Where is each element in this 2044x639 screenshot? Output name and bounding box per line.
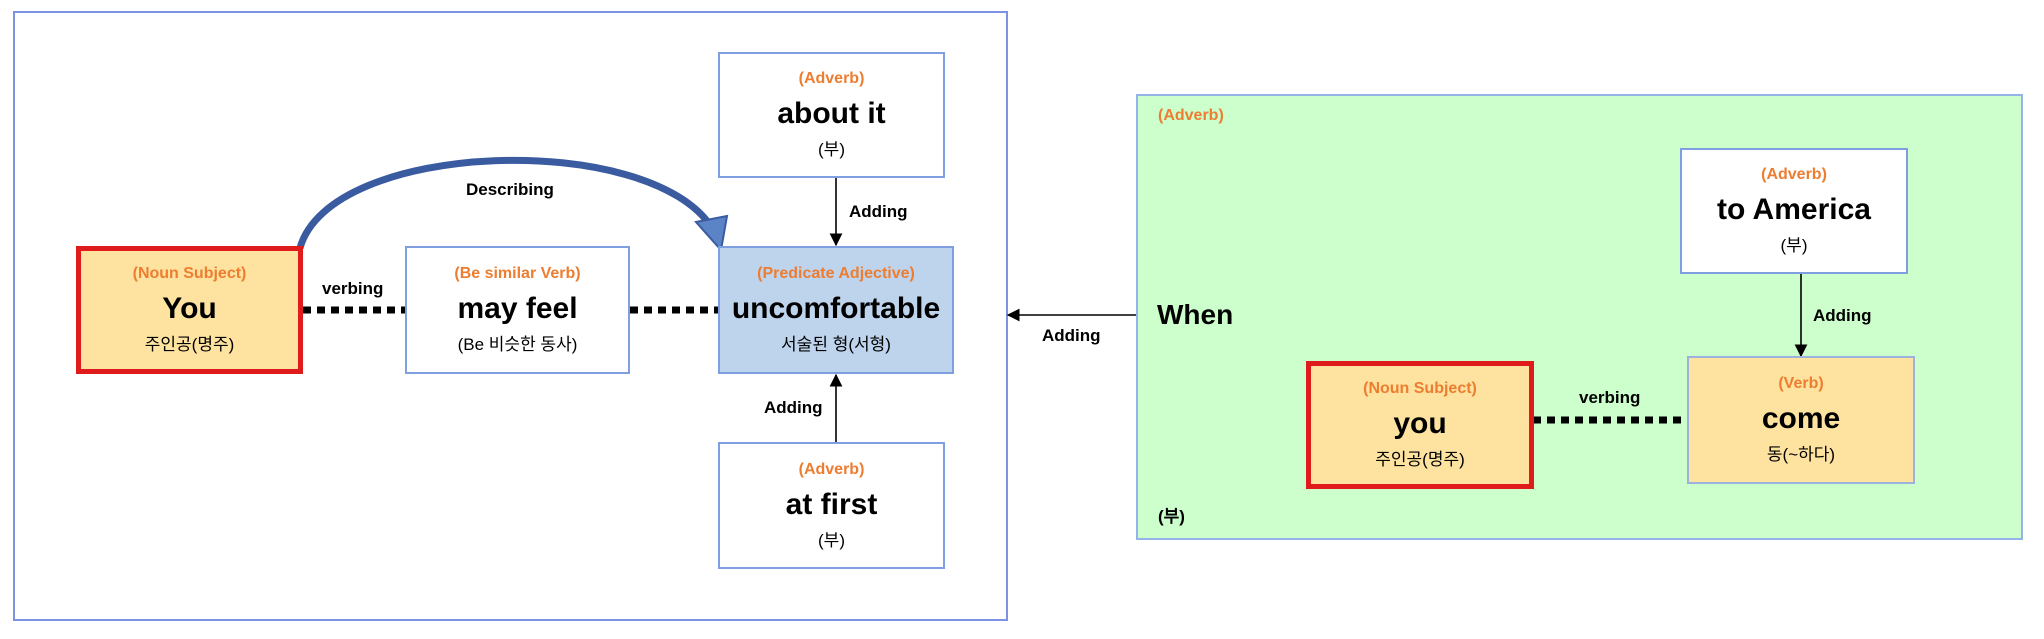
adverb-bottom-korean: (부) (818, 530, 845, 550)
predicate-word: uncomfortable (731, 292, 941, 325)
predicate-role: (Predicate Adjective) (757, 265, 915, 282)
clause-adverb-role: (Adverb) (1761, 166, 1827, 183)
subject-node-you: (Noun Subject) You 주인공(명주) (76, 246, 303, 374)
verb-node-may-feel: (Be similar Verb) may feel (Be 비슷한 동사) (405, 246, 630, 374)
adverb-node-at-first: (Adverb) at first (부) (718, 442, 945, 569)
clause-conjunction: When (1157, 299, 1234, 330)
subject-word: You (162, 292, 217, 325)
clause-adding-label: Adding (1813, 306, 1872, 325)
clause-verb-role: (Verb) (1778, 375, 1824, 392)
clause-role: (Adverb) (1158, 107, 1224, 124)
clause-verb-node-come: (Verb) come 동(~하다) (1687, 356, 1915, 484)
describing-arrowhead (694, 214, 729, 253)
predicate-node-uncomfortable: (Predicate Adjective) uncomfortable 서술된 … (718, 246, 954, 374)
verb-role: (Be similar Verb) (454, 265, 581, 282)
adverb-top-word: about it (777, 97, 886, 130)
adverb-bottom-word: at first (785, 487, 878, 521)
adverb-bottom-role: (Adverb) (798, 460, 865, 478)
clause-subject-korean: 주인공(명주) (1375, 450, 1465, 469)
describing-arc (296, 156, 715, 249)
adding-bottom-label: Adding (764, 398, 823, 417)
clause-subject-word: you (1393, 407, 1447, 440)
clause-link-label: Adding (1042, 326, 1101, 345)
adverb-top-korean: (부) (818, 140, 845, 159)
adverb-top-role: (Adverb) (798, 70, 865, 87)
clause-subject-node-you: (Noun Subject) you 주인공(명주) (1306, 361, 1534, 489)
clause-adverb-korean: (부) (1780, 236, 1808, 255)
clause-adverb-node-to-america: (Adverb) to America (부) (1680, 148, 1908, 274)
clause-subject-role: (Noun Subject) (1363, 380, 1477, 397)
adverb-node-about-it: (Adverb) about it (부) (718, 52, 945, 178)
verbing-label: verbing (322, 279, 384, 298)
clause-verb-word: come (1761, 402, 1841, 435)
clause-verbing-label: verbing (1579, 388, 1641, 407)
adding-top-label: Adding (849, 202, 908, 221)
describing-label: Describing (466, 180, 554, 199)
subject-role: (Noun Subject) (132, 265, 247, 282)
clause-adverb-word: to America (1717, 193, 1871, 226)
subject-korean: 주인공(명주) (144, 335, 235, 354)
clause-footer: (부) (1158, 507, 1185, 526)
verb-korean: (Be 비슷한 동사) (457, 335, 578, 354)
predicate-korean: 서술된 형(서형) (781, 335, 891, 354)
clause-verb-korean: 동(~하다) (1766, 445, 1836, 464)
verb-word: may feel (457, 292, 578, 325)
